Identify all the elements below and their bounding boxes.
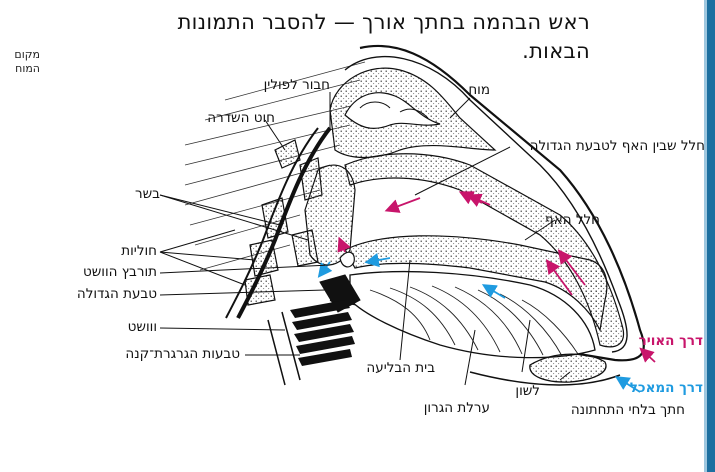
label-cerebellum-link: חבור לפולין [264,77,330,93]
label-big-ring: טבעת הגדולה [77,286,157,302]
label-tongue: לשון [515,383,540,399]
legend-food-path: דרך המאכל [630,380,703,396]
label-brain: מוח [468,82,490,98]
label-spinal-cord: חוט השדרה [207,110,275,126]
trachea-rings [290,300,355,366]
label-pharynx: בית הבליעה [366,360,435,376]
label-esophagus-pouch: תורבץ הוושט [83,264,157,280]
label-esophagus: ווושט [128,319,157,335]
label-flesh: בשר [135,186,160,202]
label-lower-jaw: חתך בלחי התחתונה [571,402,685,418]
label-trachea-rings: טבעות הגרגרת־קנה [125,346,240,362]
label-nose-to-larynx: חלל שבין האף לטבעת הגדולה [530,138,705,154]
legend-air-path: דרך האויר [639,333,703,349]
label-nasal-cavity: חלל האף [545,212,600,228]
lower-jaw-bone [530,354,606,382]
label-epiglottis: ערלת הגרון [424,400,490,416]
label-vertebrae: חוליות [121,243,157,259]
